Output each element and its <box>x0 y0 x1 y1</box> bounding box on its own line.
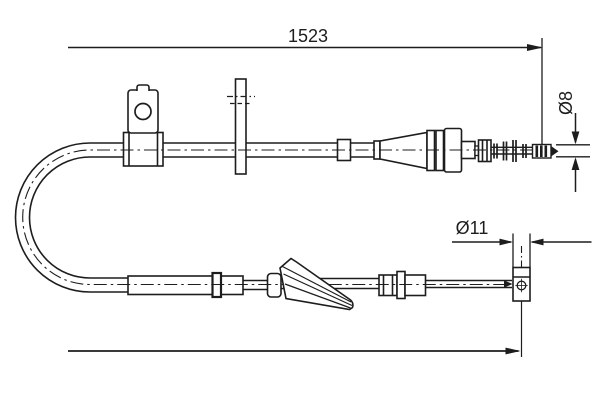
fitting-barrel <box>404 274 427 297</box>
boot-collar <box>266 272 282 298</box>
lower-rod <box>425 279 513 289</box>
upper-cable-end <box>531 143 590 159</box>
serration <box>535 145 539 157</box>
bracket-plate <box>127 89 159 134</box>
arrowhead-left <box>530 238 544 246</box>
bracket-tab <box>136 84 150 91</box>
dimension-label-dia8: Ø8 <box>556 91 576 115</box>
bottom-dimension-line <box>68 347 521 355</box>
arrowhead-right <box>499 238 513 246</box>
rod-tip <box>504 280 513 288</box>
serration <box>544 145 548 157</box>
arrowhead-right <box>527 44 543 51</box>
bulkhead-plate <box>227 78 255 175</box>
end-cylinder <box>512 233 531 357</box>
arrowhead-up <box>571 157 580 170</box>
cable-clamp <box>122 131 164 167</box>
fitting-nut <box>378 274 398 297</box>
cable-outline <box>14 142 382 293</box>
adjuster-nut <box>477 139 492 163</box>
dimension-label-dia11: Ø11 <box>456 218 489 238</box>
outer-sleeve <box>127 275 244 296</box>
upper-cable-assembly <box>122 78 590 175</box>
dimension-label-length: 1523 <box>288 26 328 46</box>
mounting-bracket <box>122 84 164 167</box>
thread-ticks <box>493 140 527 162</box>
dia11-dimension: Ø11 <box>452 218 592 246</box>
arrowhead-down <box>571 131 580 145</box>
centerline <box>22 149 533 286</box>
cable-outer-edge <box>14 142 375 293</box>
protective-boot <box>279 257 354 311</box>
length-dimension: 1523 <box>68 26 543 144</box>
boot-rib-lines <box>282 265 353 309</box>
cable-inner-edge <box>28 156 375 279</box>
arrowhead-right <box>505 347 521 355</box>
end-tip <box>551 146 559 157</box>
bracket-hole <box>134 102 152 121</box>
serration <box>540 145 543 157</box>
dia8-dimension: Ø8 <box>556 91 580 192</box>
bulkhead-strip <box>234 78 247 175</box>
